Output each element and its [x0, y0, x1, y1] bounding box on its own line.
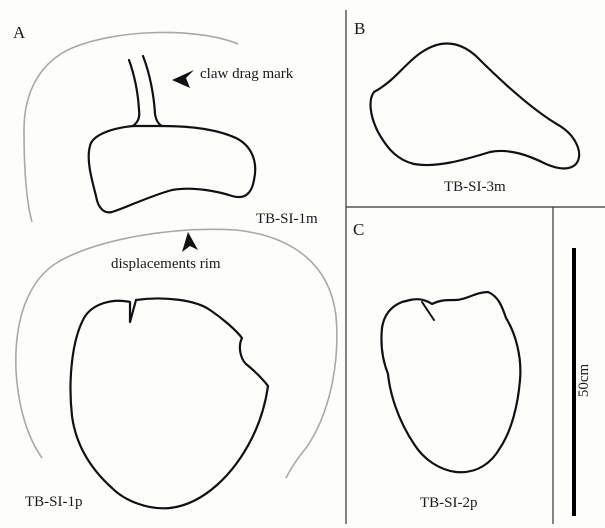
claw-drag-mark: [129, 60, 139, 126]
scale-bar-label: 50cm: [577, 364, 592, 397]
specimen-label-tb-si-2p: TB-SI-2p: [420, 496, 478, 511]
specimen-label-tb-si-1p: TB-SI-1p: [25, 495, 83, 510]
specimen-label-tb-si-1m: TB-SI-1m: [256, 212, 318, 227]
panel-label-b: B: [354, 20, 365, 37]
arrow-claw-drag: [172, 70, 194, 88]
claw-drag-mark-right: [143, 56, 162, 126]
rim-outline-lower-left: [16, 262, 58, 458]
footprint-tb-si-2p: [381, 292, 520, 472]
footprint-tb-si-1p: [71, 298, 269, 508]
annotation-claw-drag: claw drag mark: [200, 67, 293, 82]
specimen-label-tb-si-3m: TB-SI-3m: [444, 180, 506, 195]
panel-label-a: A: [13, 24, 25, 41]
arrow-rim: [182, 232, 198, 252]
footprint-tb-si-1m: [89, 126, 256, 212]
annotation-displacement-rim: displacements rim: [111, 257, 221, 272]
footprint-tb-si-3m: [371, 43, 580, 168]
panel-label-c: C: [353, 221, 364, 238]
